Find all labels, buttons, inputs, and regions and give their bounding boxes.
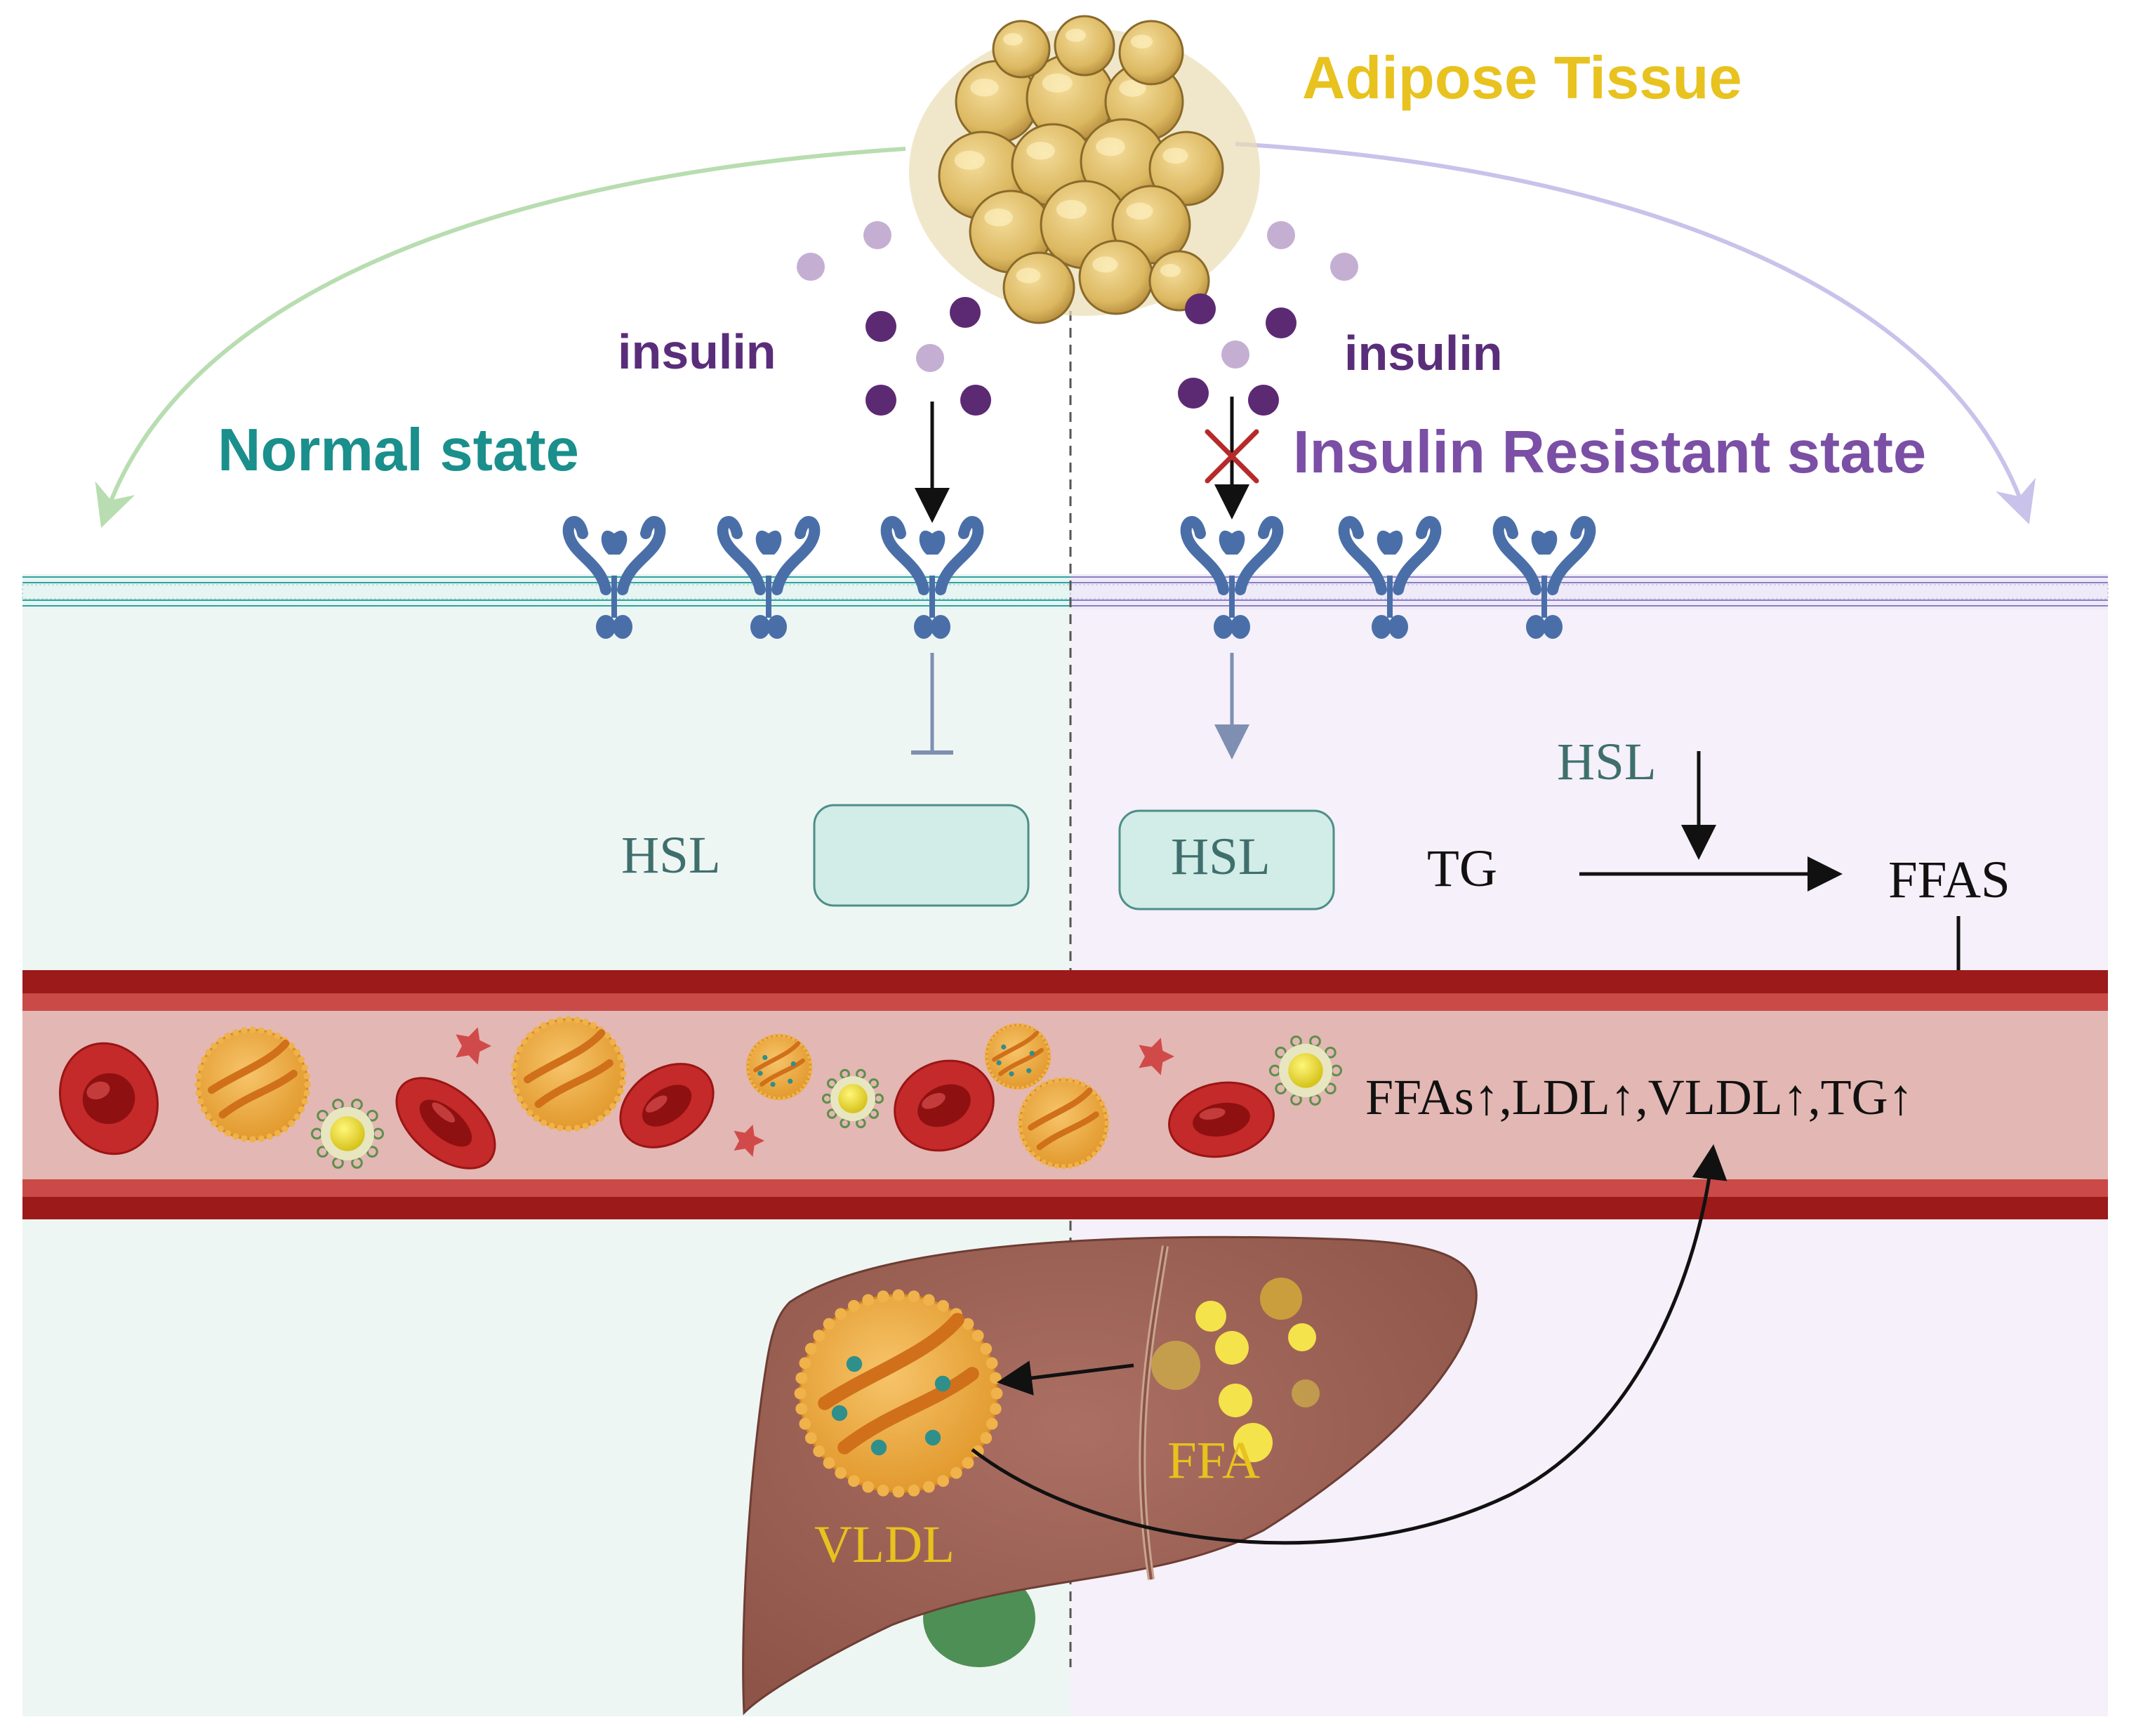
cell-membrane-normal: [22, 574, 1071, 609]
tg-label: TG: [1427, 840, 1497, 898]
blood-lipid-levels-label: FFAs↑,LDL↑,VLDL↑,TG↑: [1365, 1069, 1914, 1125]
ffa-label: FFA: [1167, 1431, 1260, 1490]
fat-cell: [1054, 15, 1115, 77]
lipoprotein-particle: [510, 1016, 627, 1132]
receptor-icon: [1180, 516, 1284, 639]
fat-cell: [1078, 239, 1154, 315]
platelet: [734, 1125, 764, 1157]
ffas-label: FFAS: [1888, 851, 2010, 909]
red-blood-cell: [619, 1063, 715, 1148]
receptor-icon: [717, 516, 821, 639]
receptor-icon: [1492, 516, 1596, 639]
normal-state-arrow: [95, 147, 906, 528]
ffa-droplets: [1151, 1278, 1320, 1462]
hsl-label-normal: HSL: [621, 826, 721, 884]
fat-cell: [1002, 251, 1075, 324]
chylomicron: [821, 1068, 884, 1129]
vldl-particle-icon: [794, 1289, 1003, 1498]
insulin-label-right: insulin: [1344, 326, 1503, 380]
insulin-molecules-right: [1178, 221, 1358, 416]
blood-vessel: [22, 970, 2108, 1219]
red-blood-cell: [58, 1042, 159, 1155]
normal-state-label: Normal state: [218, 417, 579, 484]
receptor-icon: [562, 516, 666, 639]
adipose-tissue-icon: [909, 15, 1260, 324]
red-blood-cell: [894, 1059, 995, 1152]
receptor-icon: [1338, 516, 1442, 639]
lipoprotein-particle: [194, 1026, 311, 1143]
ffa-to-vldl-arrow: [997, 1360, 1134, 1396]
red-blood-cell: [395, 1077, 496, 1170]
vldl-label: VLDL: [814, 1516, 955, 1574]
insulin-label-left: insulin: [618, 324, 776, 379]
adipose-tissue-label: Adipose Tissue: [1302, 45, 1742, 112]
receptor-icon: [880, 516, 984, 639]
fat-cell: [992, 20, 1051, 79]
insulin-molecules-left: [797, 221, 991, 416]
hsl-box-normal: [813, 804, 1030, 907]
insulin-receptors: [562, 516, 1596, 639]
vldl-lipoprotein: [794, 1289, 1003, 1498]
hsl-box-resistant: [1118, 809, 1335, 910]
chylomicron: [1268, 1035, 1343, 1106]
fat-cell: [1118, 20, 1184, 86]
resistant-state-arrow: [1235, 142, 2036, 525]
hsl-label-pathway: HSL: [1557, 733, 1657, 791]
lipoprotein-particle: [984, 1023, 1052, 1090]
blood-cells: [58, 1016, 1343, 1170]
red-blood-cell: [1168, 1081, 1275, 1158]
platelet: [456, 1027, 491, 1065]
blocked-cross-icon: [1205, 429, 1259, 484]
liver-to-blood-arrow: [971, 1144, 1727, 1545]
platelet: [1139, 1038, 1174, 1075]
resistant-state-label: Insulin Resistant state: [1293, 419, 1926, 486]
lipoprotein-particle: [745, 1033, 813, 1101]
lipoprotein-particle: [1017, 1077, 1110, 1170]
chylomicron: [310, 1099, 385, 1169]
hsl-label-resistant: HSL: [1171, 828, 1271, 886]
